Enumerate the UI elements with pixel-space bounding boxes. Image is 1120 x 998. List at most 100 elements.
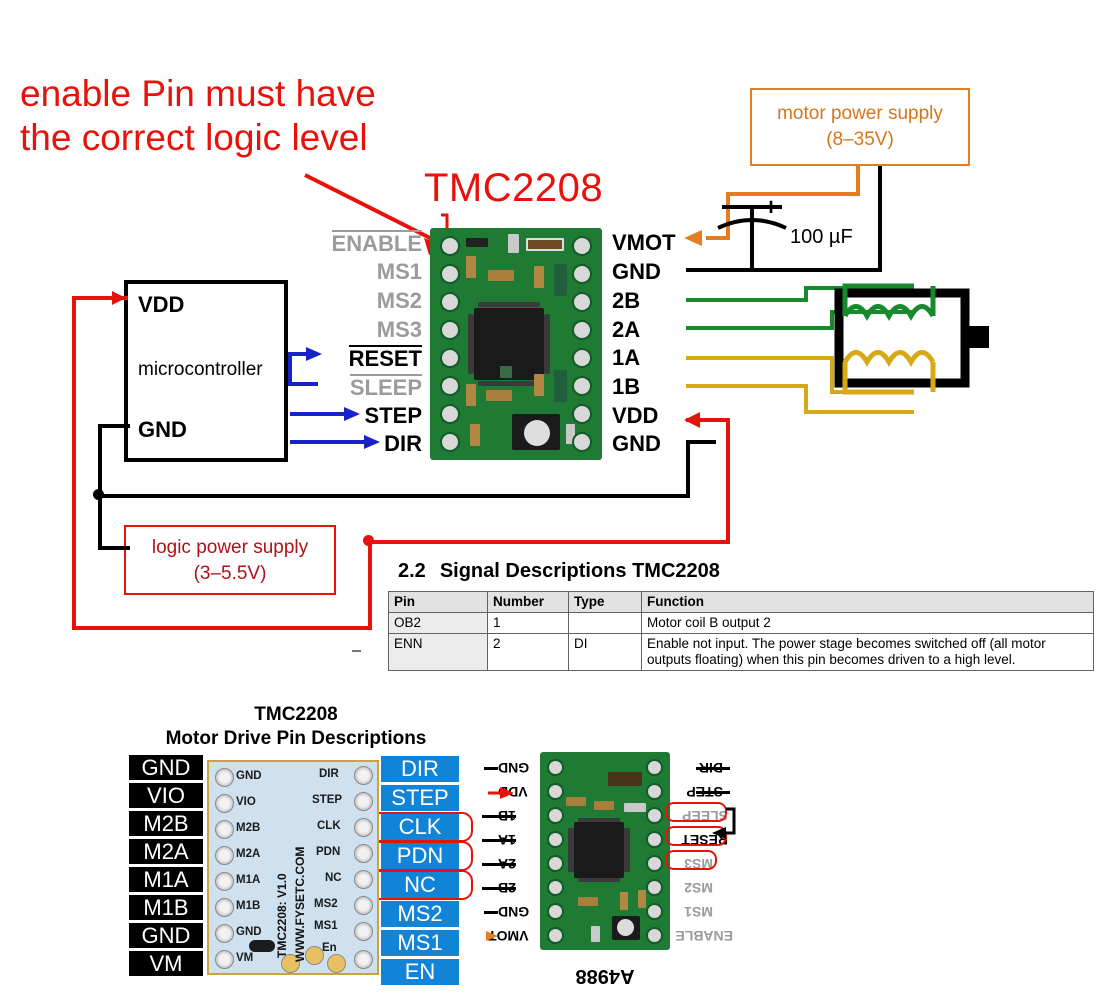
cell-function: Enable not input. The power stage become… — [641, 633, 1094, 671]
smd-cap-1 — [508, 234, 519, 253]
cell-pin: OB2 — [388, 612, 488, 634]
motor-supply-line2: (8–35V) — [826, 129, 894, 150]
a4988-jumper-path — [722, 807, 736, 835]
fy-pad-l3 — [215, 820, 234, 839]
signal-descriptions-table: Pin Number Type Function OB2 1 Motor coi… — [388, 591, 1094, 671]
fy-pad-r6 — [354, 896, 373, 915]
fy-pad-l2 — [215, 794, 234, 813]
bl-left-label-3: M2A — [129, 839, 203, 864]
fysetc-tmc2208-board: GND VIO M2B M2A M1A M1B GND VM DIR STEP … — [207, 760, 379, 975]
wire-yellow-1b-bot — [804, 410, 914, 414]
a4988-inductor — [608, 772, 642, 786]
mcu-gnd-label: GND — [138, 417, 187, 442]
stepper-motor-symbol — [834, 283, 989, 395]
wire-red-vdd-in — [686, 418, 730, 422]
fy-pad-jumper1 — [305, 946, 324, 965]
a4988-ic-pins-right — [568, 828, 574, 872]
fy-pad-l8 — [215, 950, 234, 969]
pad-left-4 — [440, 320, 460, 340]
section-number: 2.2 — [398, 560, 426, 582]
fy-silk-l1: GND — [236, 770, 262, 782]
fy-silk-r7: MS1 — [314, 920, 338, 932]
fy-silk-r1: DIR — [319, 768, 339, 780]
bl-left-label-6: GND — [129, 923, 203, 948]
tmc2208-board — [430, 228, 602, 460]
a4988-marker-2b — [482, 887, 516, 890]
cell-number: 2 — [487, 633, 569, 671]
pin-label-enable: ENABLE — [210, 230, 422, 257]
wire-yellow-1b-v — [804, 384, 808, 414]
pin-label-sleep: SLEEP — [210, 374, 422, 401]
cell-type: DI — [568, 633, 642, 671]
a4988-marker-2a — [482, 863, 516, 866]
table-row: ENN 2 DI Enable not input. The power sta… — [388, 633, 1094, 671]
arrowhead-vmot — [684, 230, 702, 246]
junction-dot-black — [93, 489, 104, 500]
smd-diode-1 — [466, 238, 488, 247]
trimpot-knob — [524, 420, 550, 446]
a4988-ic-pins-left — [624, 828, 630, 872]
pad-right-1 — [572, 236, 592, 256]
pad-right-7 — [572, 404, 592, 424]
fy-smd-component — [249, 940, 275, 952]
bl-left-label-5: M1B — [129, 895, 203, 920]
pin-label-ms2: MS2 — [376, 288, 422, 313]
pad-right-2 — [572, 264, 592, 284]
a4988-board — [540, 752, 670, 950]
fy-pad-r2 — [354, 792, 373, 811]
a4988-vmot-arrowhead — [486, 931, 498, 941]
ic-pins-bottom — [478, 381, 540, 386]
bl-left-label-1: VIO — [129, 783, 203, 808]
wire-orange-down — [726, 192, 730, 240]
th-type: Type — [568, 591, 642, 613]
pin-label-gnd-bottom: GND — [612, 431, 661, 456]
a4988-board-name: A4988 — [575, 965, 635, 987]
smd-cap-2 — [554, 264, 567, 296]
fy-pad-r3 — [354, 818, 373, 837]
bl-left-label-0: GND — [129, 755, 203, 780]
a4988-pad-l8 — [646, 759, 663, 776]
fy-pad-r8 — [354, 950, 373, 969]
wire-red-left-v — [72, 296, 76, 630]
a4988-highlight-sleep — [665, 802, 727, 822]
fy-pad-r4 — [354, 844, 373, 863]
fy-silk-r4: PDN — [316, 846, 341, 858]
a4988-marker-1b — [482, 815, 516, 818]
smd-cap-3 — [554, 370, 567, 402]
smd-res-3 — [534, 266, 544, 288]
fy-pad-r5 — [354, 870, 373, 889]
section-title-text: Signal Descriptions TMC2208 — [439, 560, 720, 582]
capacitor-lead-bottom — [750, 228, 754, 268]
pad-left-3 — [440, 292, 460, 312]
a4988-vdd-arrowhead — [500, 787, 514, 799]
pin-label-reset: RESET — [210, 345, 422, 372]
cell-number: 1 — [487, 612, 569, 634]
motor-coil-b — [842, 304, 936, 321]
mcu-vdd-label: VDD — [138, 292, 185, 317]
fy-pad-r7 — [354, 922, 373, 941]
fy-pad-jumper2 — [281, 954, 300, 973]
smd-res-4 — [534, 374, 544, 396]
bl-right-label-5: MS2 — [381, 901, 459, 927]
pin-enable-text: ENABLE — [331, 230, 422, 256]
a4988-marker-1a — [482, 839, 516, 842]
logic-power-supply-box: logic power supply (3–5.5V) — [124, 525, 336, 595]
fy-silk-l3: M2B — [236, 822, 261, 834]
cell-pin: ENN — [388, 633, 488, 671]
a4988-pad-l2 — [646, 903, 663, 920]
fy-pad-l1 — [215, 768, 234, 787]
table-header-row: Pin Number Type Function — [388, 591, 1094, 613]
bl-right-label-4: NC — [381, 872, 459, 898]
pad-right-4 — [572, 320, 592, 340]
wire-black-gnd-v — [98, 424, 102, 550]
fy-silk-l5: M1A — [236, 874, 261, 886]
junction-dot-red — [363, 535, 374, 546]
a4988-marker-gnd-top — [484, 767, 498, 770]
bl-right-label-7: EN — [381, 959, 459, 985]
bl-right-label-3: PDN — [381, 843, 459, 869]
fy-silk-l8: VM — [236, 952, 254, 964]
wire-blue-dir — [290, 440, 368, 444]
wire-yellow-1a-h — [686, 356, 834, 360]
highlight-box-pdn — [367, 841, 473, 871]
coil-b-lead1 — [842, 283, 914, 316]
